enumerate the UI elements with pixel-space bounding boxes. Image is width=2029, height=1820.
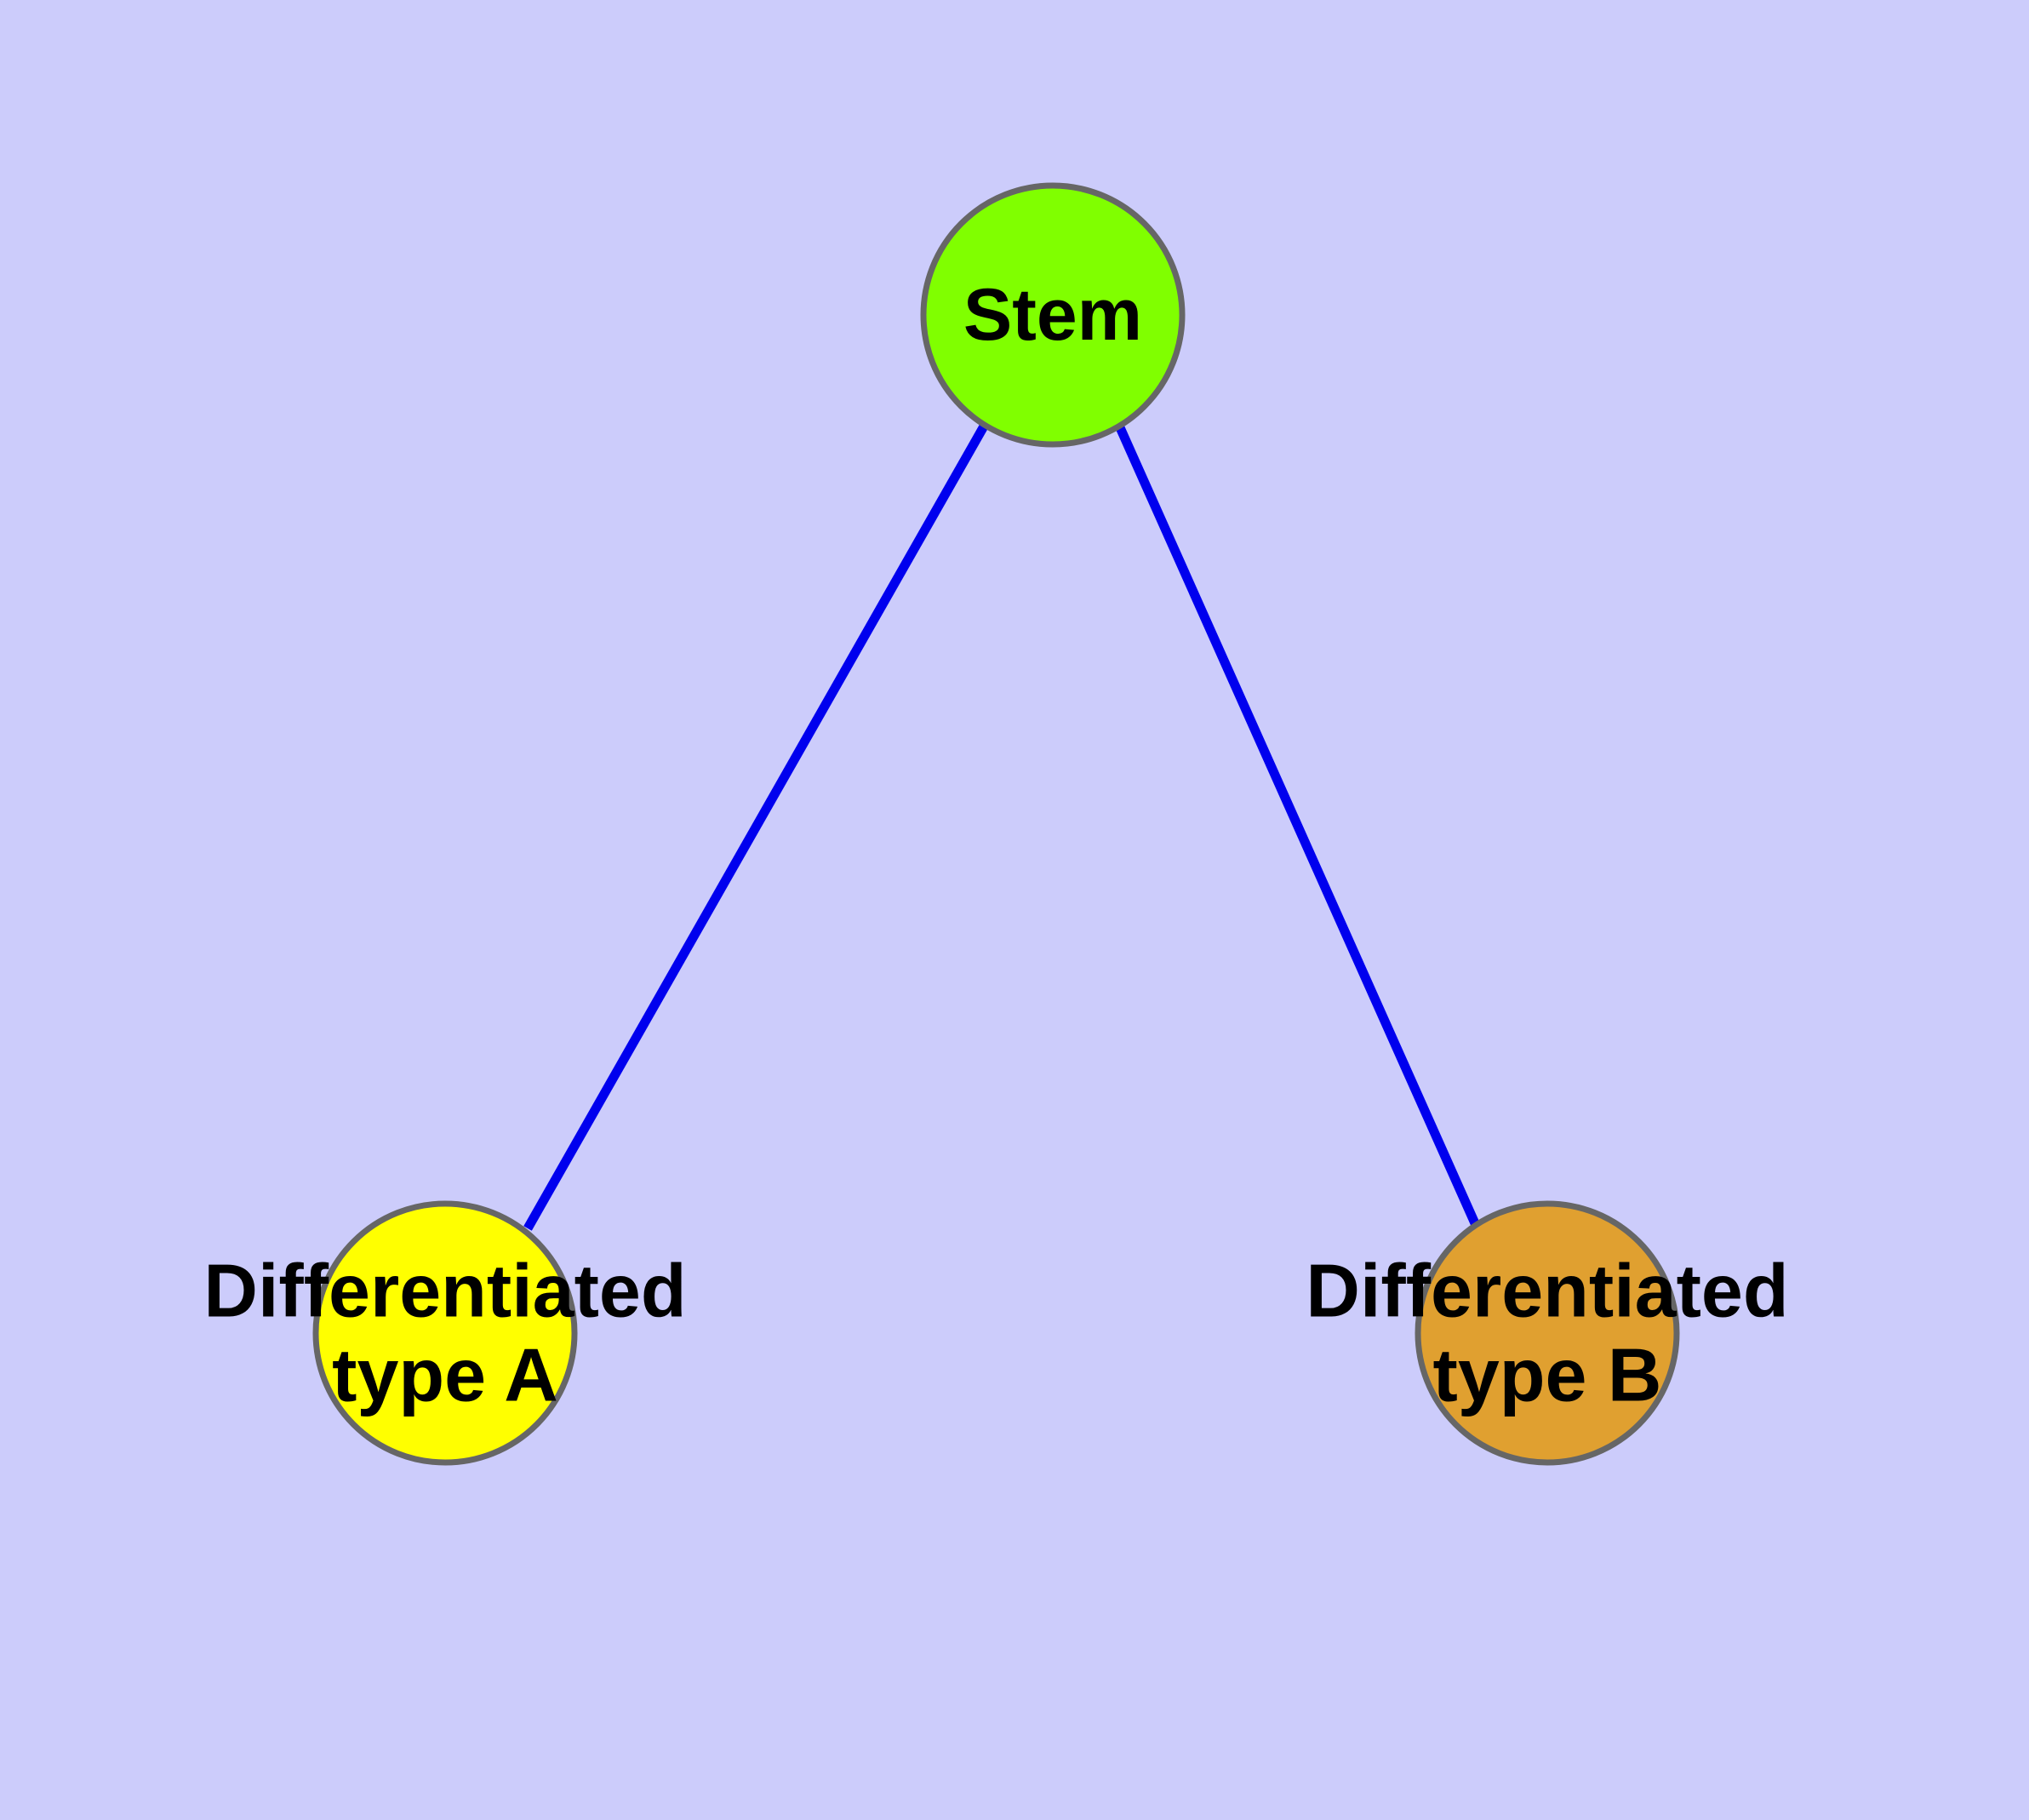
- edge-stem-to-diff-a: [523, 422, 989, 1231]
- node-layer: [312, 182, 1680, 1466]
- node-differentiated-type-b[interactable]: [1415, 1200, 1680, 1466]
- edge-stem-to-diff-b: [1114, 423, 1483, 1233]
- edge-layer: [523, 422, 1483, 1233]
- node-differentiated-type-a[interactable]: [312, 1200, 578, 1466]
- node-stem[interactable]: [920, 182, 1186, 448]
